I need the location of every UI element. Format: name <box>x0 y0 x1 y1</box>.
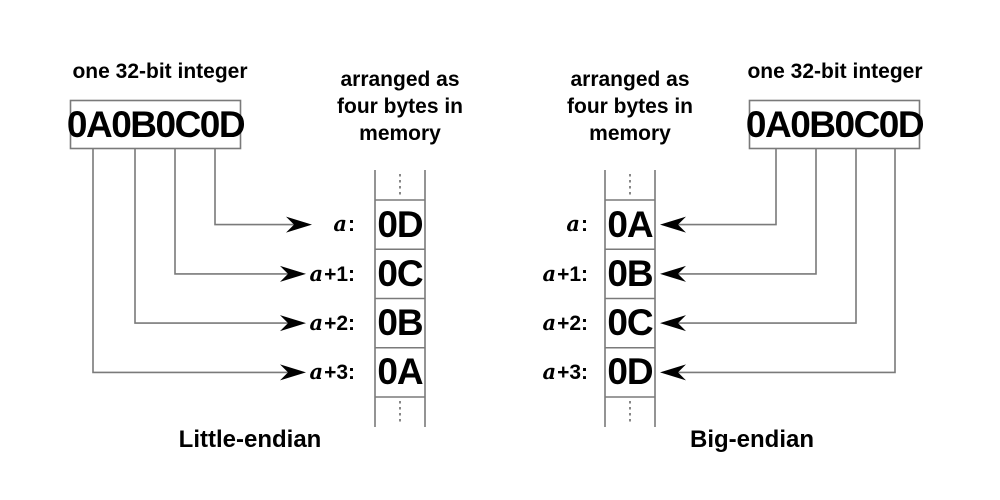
arrow-left-icon <box>660 364 686 381</box>
left-memory-cell-value: 0D <box>377 203 423 245</box>
right-integer-value: 0A0B0C0D <box>745 103 925 145</box>
arrow-right-icon <box>280 265 306 282</box>
right-address-label-a: a: <box>566 211 588 236</box>
left-memory-cell-value: 0B <box>377 302 423 343</box>
left-memory-column <box>374 170 426 427</box>
right-caption: Big-endian <box>690 426 814 453</box>
right-connector-arrows <box>660 149 896 381</box>
right-address-label-a2: a+2: <box>542 310 588 335</box>
right-memory-header: arranged as four bytes in memory <box>566 68 694 145</box>
arrow-right-icon <box>286 216 312 233</box>
left-caption: Little-endian <box>178 426 322 453</box>
left-address-label-a2: a+2: <box>309 310 355 335</box>
arrow-left-icon <box>660 265 686 282</box>
left-memory-cell-value: 0C <box>377 252 423 294</box>
arrow-right-icon <box>280 315 306 332</box>
right-memory-cell-value: 0D <box>607 351 653 393</box>
left-integer-value: 0A0B0C0D <box>66 103 246 145</box>
right-memory-cell-value: 0C <box>607 302 653 343</box>
arrow-right-icon <box>280 364 306 381</box>
left-address-label-a3: a+3: <box>309 359 355 384</box>
left-address-label-a: a: <box>333 211 355 236</box>
left-memory-header: arranged as four bytes in memory <box>336 68 464 145</box>
right-memory-cell-value: 0B <box>607 252 653 294</box>
left-integer-header: one 32-bit integer <box>72 60 248 83</box>
arrow-left-icon <box>660 315 686 332</box>
left-address-label-a1: a+1: <box>309 261 355 286</box>
right-integer-box <box>748 99 921 150</box>
left-connector-arrows <box>92 149 312 381</box>
right-integer-header: one 32-bit integer <box>747 60 923 83</box>
right-memory-column <box>604 170 656 427</box>
arrow-left-icon <box>660 216 686 233</box>
right-address-label-a1: a+1: <box>542 261 588 286</box>
right-memory-cell-value: 0A <box>607 203 653 245</box>
right-address-label-a3: a+3: <box>542 359 588 384</box>
left-integer-box <box>69 99 242 150</box>
left-memory-cell-value: 0A <box>377 351 423 393</box>
